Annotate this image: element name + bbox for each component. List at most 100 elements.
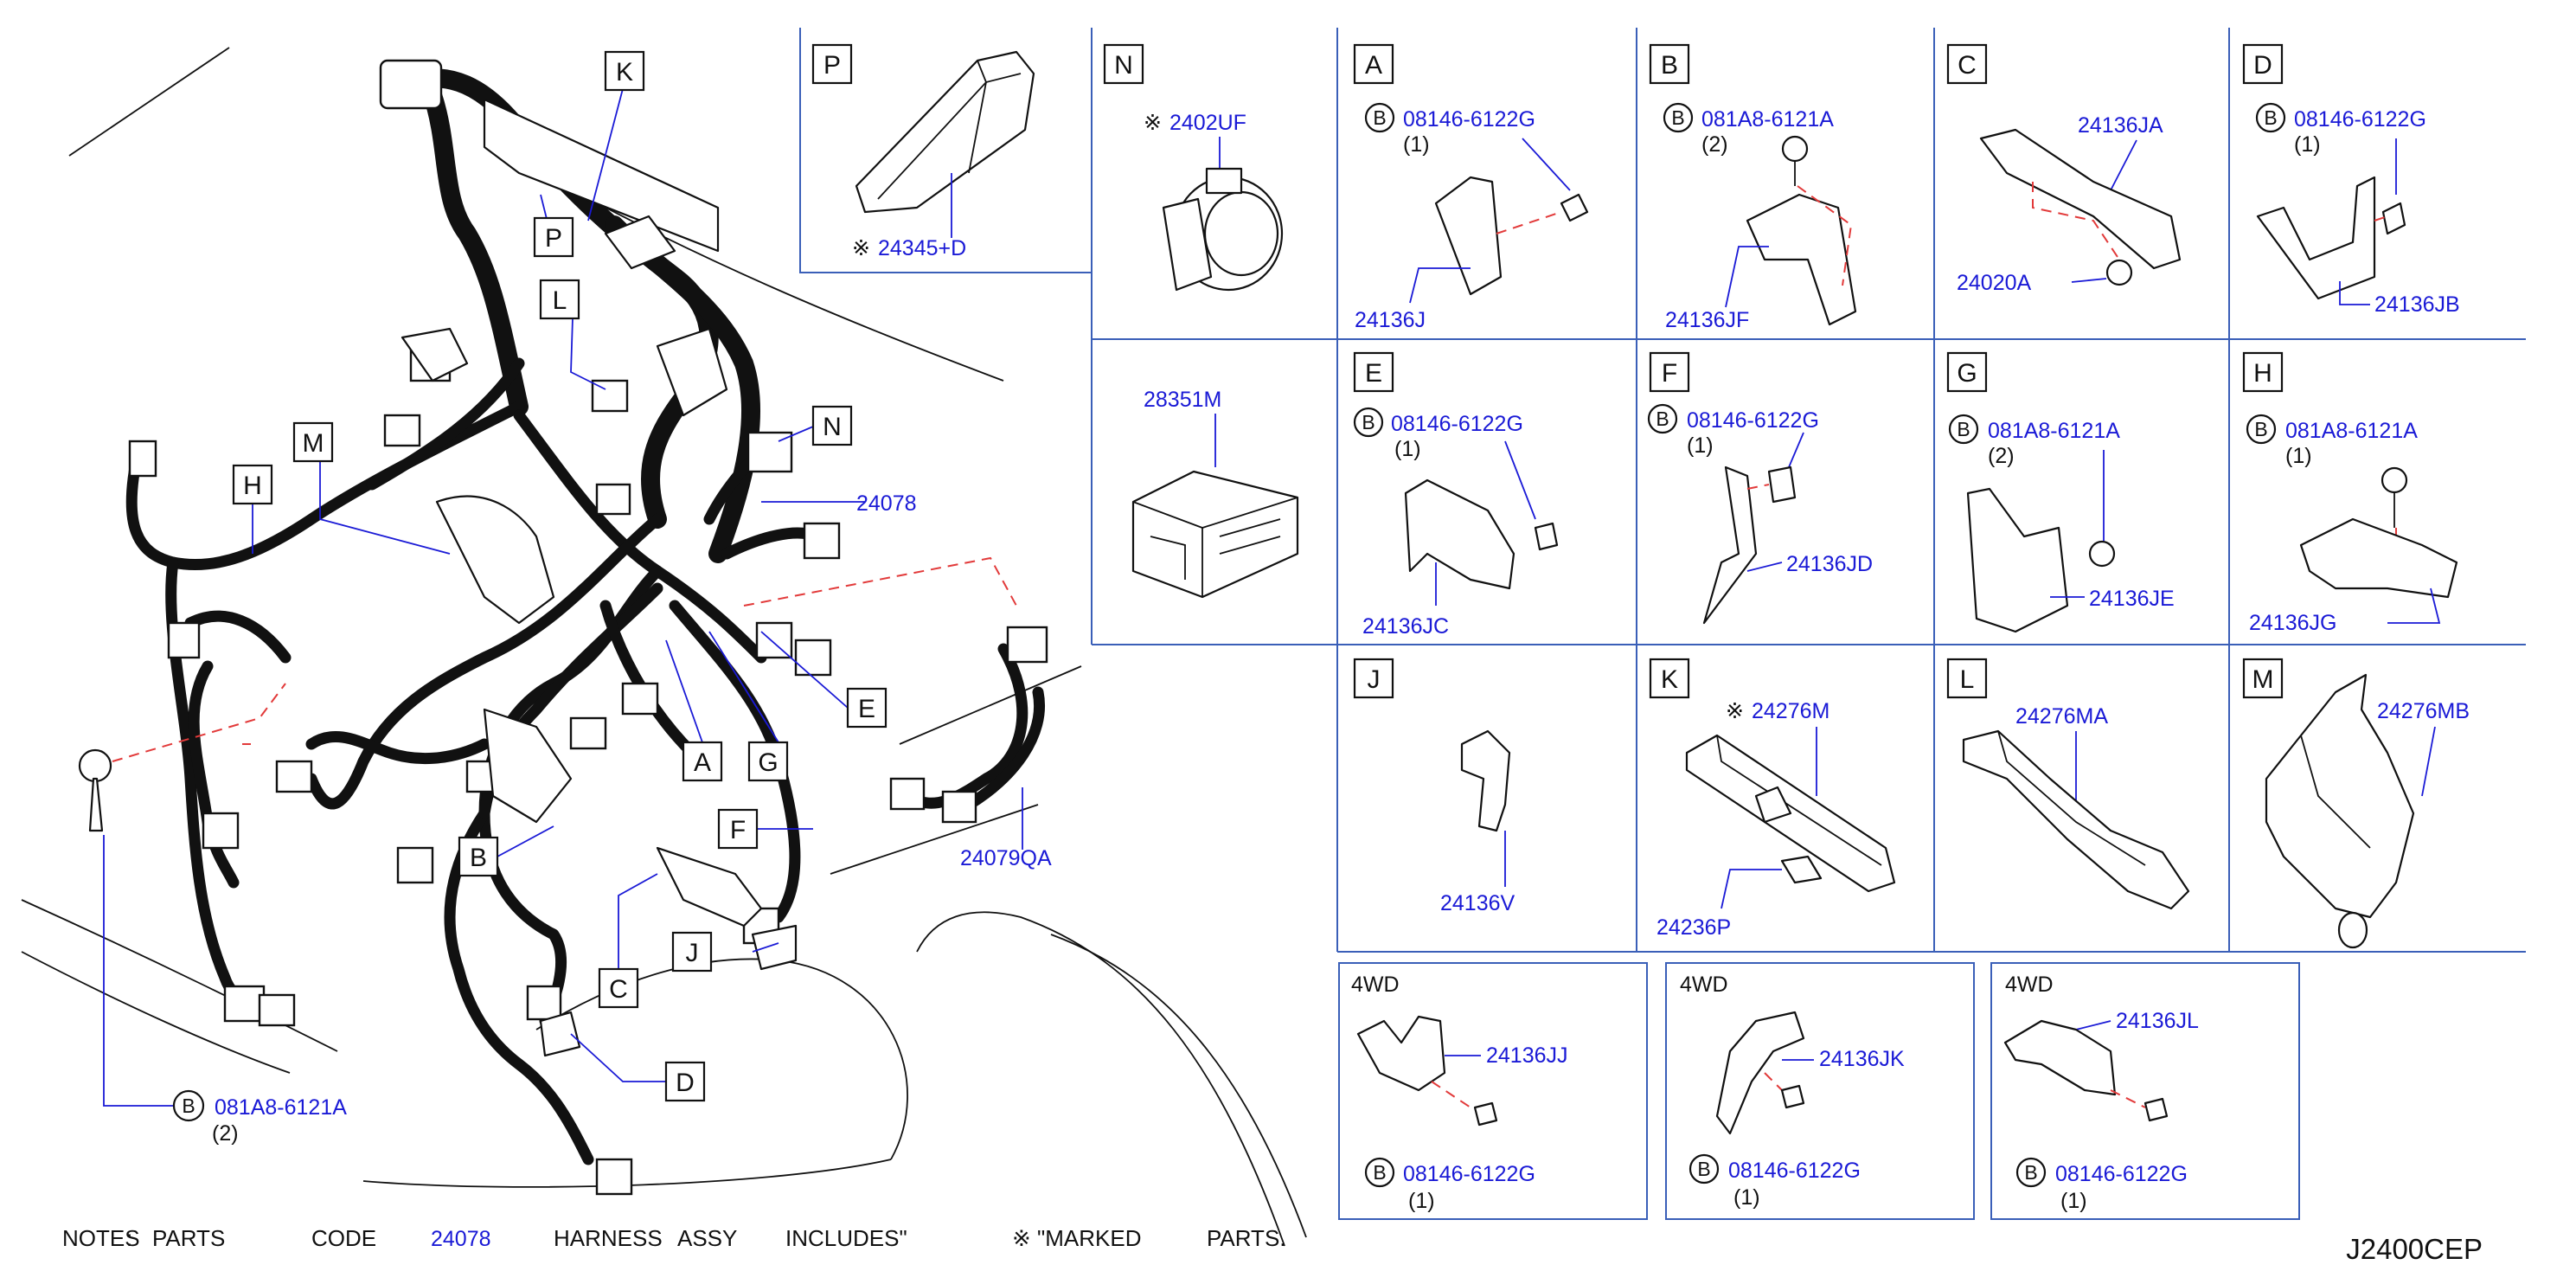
panel-4wd-jj-part[interactable]: 24136JJ [1486,1043,1568,1068]
panel-f-qty: (1) [1687,433,1714,458]
panel-b-qty: (2) [1701,132,1728,157]
panel-n-label: N [1114,51,1133,80]
panel-a-part[interactable]: 24136J [1355,308,1426,332]
panel-j-part[interactable]: 24136V [1440,891,1515,915]
panel-c-label: C [1958,51,1977,80]
panel-j-label: J [1368,665,1381,694]
panel-c-part-1[interactable]: 24136JA [2078,113,2163,138]
notes-part-number[interactable]: 24078 [431,1227,491,1251]
panel-4wd-jk-bolt[interactable]: 08146-6122G [1728,1159,1861,1183]
panel-k-part-1[interactable]: 24276M [1752,699,1829,723]
panel-4wd-jj-bolt[interactable]: 08146-6122G [1403,1162,1535,1186]
panel-4wd-jl-part[interactable]: 24136JL [2116,1009,2199,1033]
harness-brackets [78,98,798,1057]
notes-harness: HARNESS [554,1225,663,1251]
panel-4wd-jl-bolt[interactable]: 08146-6122G [2055,1162,2188,1186]
panel-g-part[interactable]: 24136JE [2089,587,2175,611]
panel-4wd-jj-qty: (1) [1408,1189,1435,1213]
panel-4wd-jk-part[interactable]: 24136JK [1819,1047,1905,1071]
panel-b: B B 081A8-6121A (2) 24136JF [1649,43,1857,332]
panel-d-bolt[interactable]: 08146-6122G [2294,107,2426,132]
panel-relay: 28351M [1131,388,1299,599]
callout-l-box [539,279,580,320]
notes-includes: INCLUDES" [785,1225,907,1251]
panel-e-label: E [1365,359,1382,388]
callout-d: D [676,1069,695,1097]
panel-k-part-2[interactable]: 24236P [1656,915,1731,940]
main-bolt-qty: (2) [212,1121,239,1146]
svg-text:B: B [2264,106,2277,129]
panel-g-bolt[interactable]: 081A8-6121A [1988,419,2120,443]
panel-n-marker: ※ [1144,111,1162,135]
panel-a-bolt[interactable]: 08146-6122G [1403,107,1535,132]
notes-line: NOTES : PARTS CODE 24078 HARNESS ASSY IN… [62,1225,1286,1251]
callout-a-box [682,741,723,782]
panel-grid [799,28,2526,1220]
callout-b-box [458,836,499,877]
panel-c-part-2[interactable]: 24020A [1957,271,2032,295]
callout-a: A [694,748,711,777]
panel-a: A B 08146-6122G (1) 24136J [1353,43,1589,332]
svg-text:B: B [1697,1158,1710,1180]
notes-parts: PARTS [152,1225,225,1251]
svg-text:B: B [1671,106,1684,129]
panel-e-qty: (1) [1394,437,1421,461]
bolt-marker-b [172,1089,205,1122]
panel-e: E B 08146-6122G (1) 24136JC [1353,351,1559,639]
callout-h-box [232,464,273,505]
panel-l-part[interactable]: 24276MA [2015,704,2108,729]
callout-b: B [470,844,487,872]
callout-n: N [823,413,842,441]
panel-relay-part[interactable]: 28351M [1144,388,1221,412]
panel-d-part[interactable]: 24136JB [2374,292,2460,317]
panel-4wd-jk: 4WD 24136JK B 08146-6122G (1) [1680,973,1905,1210]
panel-b-part[interactable]: 24136JF [1665,308,1749,332]
sub-harness-part-number[interactable]: 24079QA [960,846,1052,870]
panel-h: H B 081A8-6121A (1) 24136JG [2242,351,2458,635]
callout-j: J [686,939,699,967]
panel-4wd-jl: 4WD 24136JL B 08146-6122G (1) [2003,973,2199,1213]
callout-j-box [671,931,713,973]
callout-f: F [730,816,746,844]
notes-colon: : [126,1225,132,1251]
dashed-reference-lines [112,556,1017,762]
panel-h-bolt[interactable]: 081A8-6121A [2285,419,2418,443]
panel-h-label: H [2253,359,2272,388]
main-callouts: K P L N M H E A G F B J C D [232,50,888,1102]
harness-part-number[interactable]: 24078 [856,491,917,516]
bolt-marker-b-label: B [182,1095,195,1117]
callout-d-box [664,1061,706,1102]
notes-marked: ※ "MARKED [1012,1225,1141,1251]
callout-h: H [243,472,262,500]
panel-h-qty: (1) [2285,444,2312,468]
callout-g: G [758,748,778,777]
panel-h-part[interactable]: 24136JG [2249,611,2336,635]
callout-k: K [616,58,633,87]
panel-f: F B 08146-6122G (1) 24136JD [1647,351,1873,625]
main-bolt-part-number[interactable]: 081A8-6121A [215,1095,347,1120]
callout-m: M [303,429,324,458]
panel-p-part[interactable]: 24345+D [878,236,966,260]
callout-f-box [717,808,759,850]
panel-m-part[interactable]: 24276MB [2377,699,2470,723]
svg-text:B: B [1373,106,1386,129]
panel-d: D B 08146-6122G (1) 24136JB [2242,43,2460,317]
svg-text:B: B [1362,411,1375,433]
notes-code: CODE [311,1225,376,1251]
panel-e-bolt[interactable]: 08146-6122G [1391,412,1523,436]
panel-n-part[interactable]: 2402UF [1169,111,1246,135]
panel-k-label: K [1661,665,1678,694]
panel-a-label: A [1365,51,1382,80]
notes-assy: ASSY [677,1225,737,1251]
panel-a-qty: (1) [1403,132,1430,157]
panel-b-bolt[interactable]: 081A8-6121A [1701,107,1834,132]
panel-f-part[interactable]: 24136JD [1786,552,1873,576]
callout-p: P [545,224,562,253]
panel-d-label: D [2253,51,2272,80]
callout-g-box [747,741,789,782]
panel-f-label: F [1662,359,1677,388]
panel-e-part[interactable]: 24136JC [1362,614,1449,639]
panel-4wd-jk-qty: (1) [1733,1185,1760,1210]
panel-f-bolt[interactable]: 08146-6122G [1687,408,1819,433]
